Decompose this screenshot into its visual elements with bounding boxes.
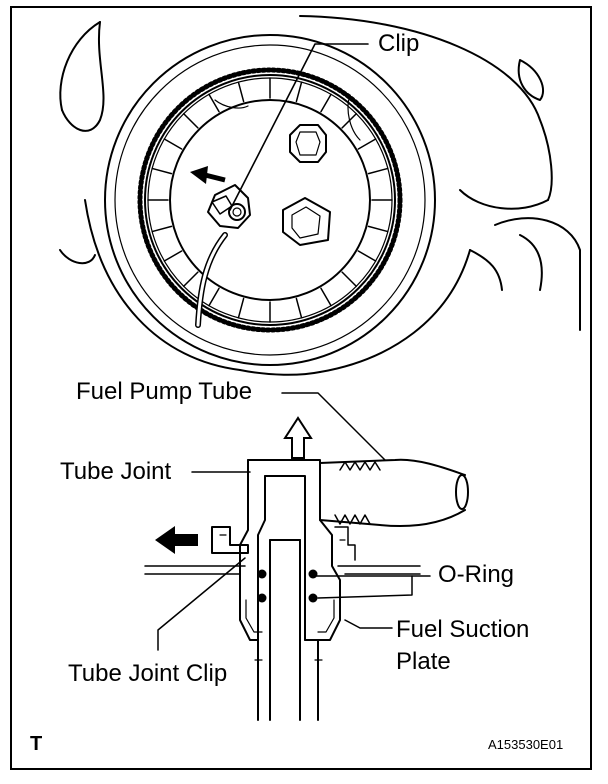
flange-slot-divider [182, 112, 199, 129]
tube-joint-clip-label: Tube Joint Clip [68, 660, 228, 687]
tank-top-view [59, 15, 581, 376]
flange-slot-divider [357, 138, 377, 150]
leader-lines [157, 392, 431, 651]
flange-slot-divider [295, 81, 303, 103]
fuel-suction-plate-label-line2: Plate [396, 648, 451, 675]
corner-mark: T [30, 733, 43, 755]
flange-slot-divider [151, 225, 173, 233]
flange-slot-divider [367, 167, 389, 175]
leftward-arrow-icon [155, 526, 198, 554]
flange-slot-divider [208, 287, 220, 307]
fuel-suction-plate-label-line1: Fuel Suction [396, 616, 530, 643]
flange-slot-divider [367, 225, 389, 233]
flange-slot-divider [163, 250, 183, 262]
upward-arrow-icon [283, 416, 313, 459]
clip-label: Clip [378, 30, 420, 57]
tube-joint-label: Tube Joint [60, 458, 172, 485]
flange-slot-divider [208, 93, 220, 113]
tube-joint-section [144, 458, 469, 721]
flange-slot-divider [341, 271, 358, 288]
o-ring-dots [257, 569, 318, 603]
flange-slot-divider [320, 93, 332, 113]
flange-slot-divider [151, 167, 173, 175]
flange-slot-divider [237, 81, 245, 103]
flange-slot-divider [357, 250, 377, 262]
pull-direction-arrow-icon [190, 166, 226, 184]
flange-slot-divider [182, 271, 199, 288]
clip-leader-line [229, 43, 369, 211]
flange-slot-divider [295, 297, 303, 319]
fuel-pump-tube-label: Fuel Pump Tube [76, 378, 253, 405]
flange-slot-divider [163, 138, 183, 150]
figure-id: A153530E01 [488, 737, 564, 752]
flange-slot-divider [320, 287, 332, 307]
flange-slot-divider [237, 297, 245, 319]
o-ring-label: O-Ring [438, 561, 515, 588]
